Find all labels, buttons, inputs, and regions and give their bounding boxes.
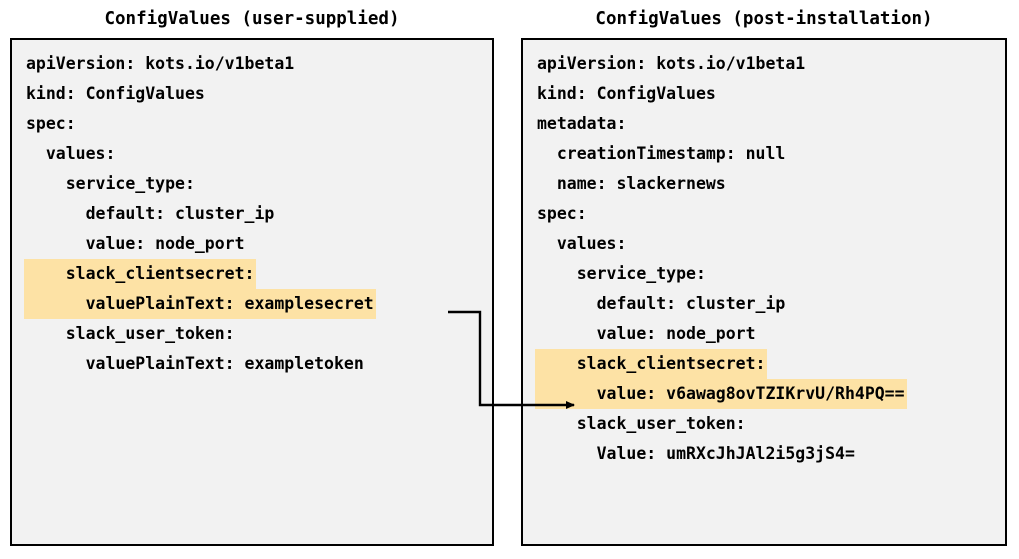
code-line: apiVersion: kots.io/v1beta1 [12, 49, 492, 79]
code-line-text: valuePlainText: exampletoken [26, 354, 364, 373]
code-line-text: slack_clientsecret: [535, 349, 768, 379]
code-line-text: metadata: [537, 114, 627, 133]
code-line-text: service_type: [26, 174, 195, 193]
code-line: name: slackernews [523, 169, 1005, 199]
code-line: value: v6awag8ovTZIKrvU/Rh4PQ== [523, 379, 1005, 409]
code-line-text: spec: [26, 114, 76, 133]
code-line: kind: ConfigValues [523, 79, 1005, 109]
right-config-panel: apiVersion: kots.io/v1beta1 kind: ConfigV… [521, 38, 1007, 546]
code-line: value: node_port [523, 319, 1005, 349]
code-line-text: apiVersion: kots.io/v1beta1 [537, 54, 806, 73]
code-line-text: creationTimestamp: null [537, 144, 786, 163]
code-line: metadata: [523, 109, 1005, 139]
code-line-text: kind: ConfigValues [26, 84, 205, 103]
code-line: spec: [523, 199, 1005, 229]
left-panel-title: ConfigValues (user-supplied) [104, 9, 400, 29]
code-line: slack_clientsecret: [523, 349, 1005, 379]
code-line-text: value: node_port [26, 234, 245, 253]
code-line: service_type: [523, 259, 1005, 289]
code-line-text: value: v6awag8ovTZIKrvU/Rh4PQ== [535, 379, 907, 409]
code-line-text: value: node_port [537, 324, 756, 343]
code-line-text: default: cluster_ip [26, 204, 275, 223]
code-line: default: cluster_ip [523, 289, 1005, 319]
code-line: apiVersion: kots.io/v1beta1 [523, 49, 1005, 79]
code-line: valuePlainText: exampletoken [12, 349, 492, 379]
left-yaml-code-block: apiVersion: kots.io/v1beta1 kind: ConfigV… [12, 40, 492, 379]
code-line: default: cluster_ip [12, 199, 492, 229]
code-line: slack_user_token: [523, 409, 1005, 439]
left-config-panel: apiVersion: kots.io/v1beta1 kind: ConfigV… [10, 38, 494, 546]
code-line-text: slack_user_token: [26, 324, 235, 343]
right-yaml-code-block: apiVersion: kots.io/v1beta1 kind: ConfigV… [523, 40, 1005, 469]
right-panel-title: ConfigValues (post-installation) [595, 9, 933, 29]
code-line: kind: ConfigValues [12, 79, 492, 109]
code-line: slack_clientsecret: [12, 259, 492, 289]
code-line: valuePlainText: examplesecret [12, 289, 492, 319]
code-line-text: name: slackernews [537, 174, 726, 193]
code-line-text: slack_clientsecret: [24, 259, 257, 289]
code-line-text: values: [26, 144, 116, 163]
code-line: values: [523, 229, 1005, 259]
code-line-text: values: [537, 234, 627, 253]
code-line-text: service_type: [537, 264, 706, 283]
code-line: Value: umRXcJhJAl2i5g3jS4= [523, 439, 1005, 469]
code-line: creationTimestamp: null [523, 139, 1005, 169]
code-line-text: slack_user_token: [537, 414, 746, 433]
code-line-text: default: cluster_ip [537, 294, 786, 313]
code-line: value: node_port [12, 229, 492, 259]
code-line: spec: [12, 109, 492, 139]
code-line: service_type: [12, 169, 492, 199]
code-line: values: [12, 139, 492, 169]
code-line-text: kind: ConfigValues [537, 84, 716, 103]
code-line-text: spec: [537, 204, 587, 223]
code-line-text: Value: umRXcJhJAl2i5g3jS4= [537, 444, 855, 463]
code-line-text: apiVersion: kots.io/v1beta1 [26, 54, 295, 73]
code-line: slack_user_token: [12, 319, 492, 349]
code-line-text: valuePlainText: examplesecret [24, 289, 376, 319]
